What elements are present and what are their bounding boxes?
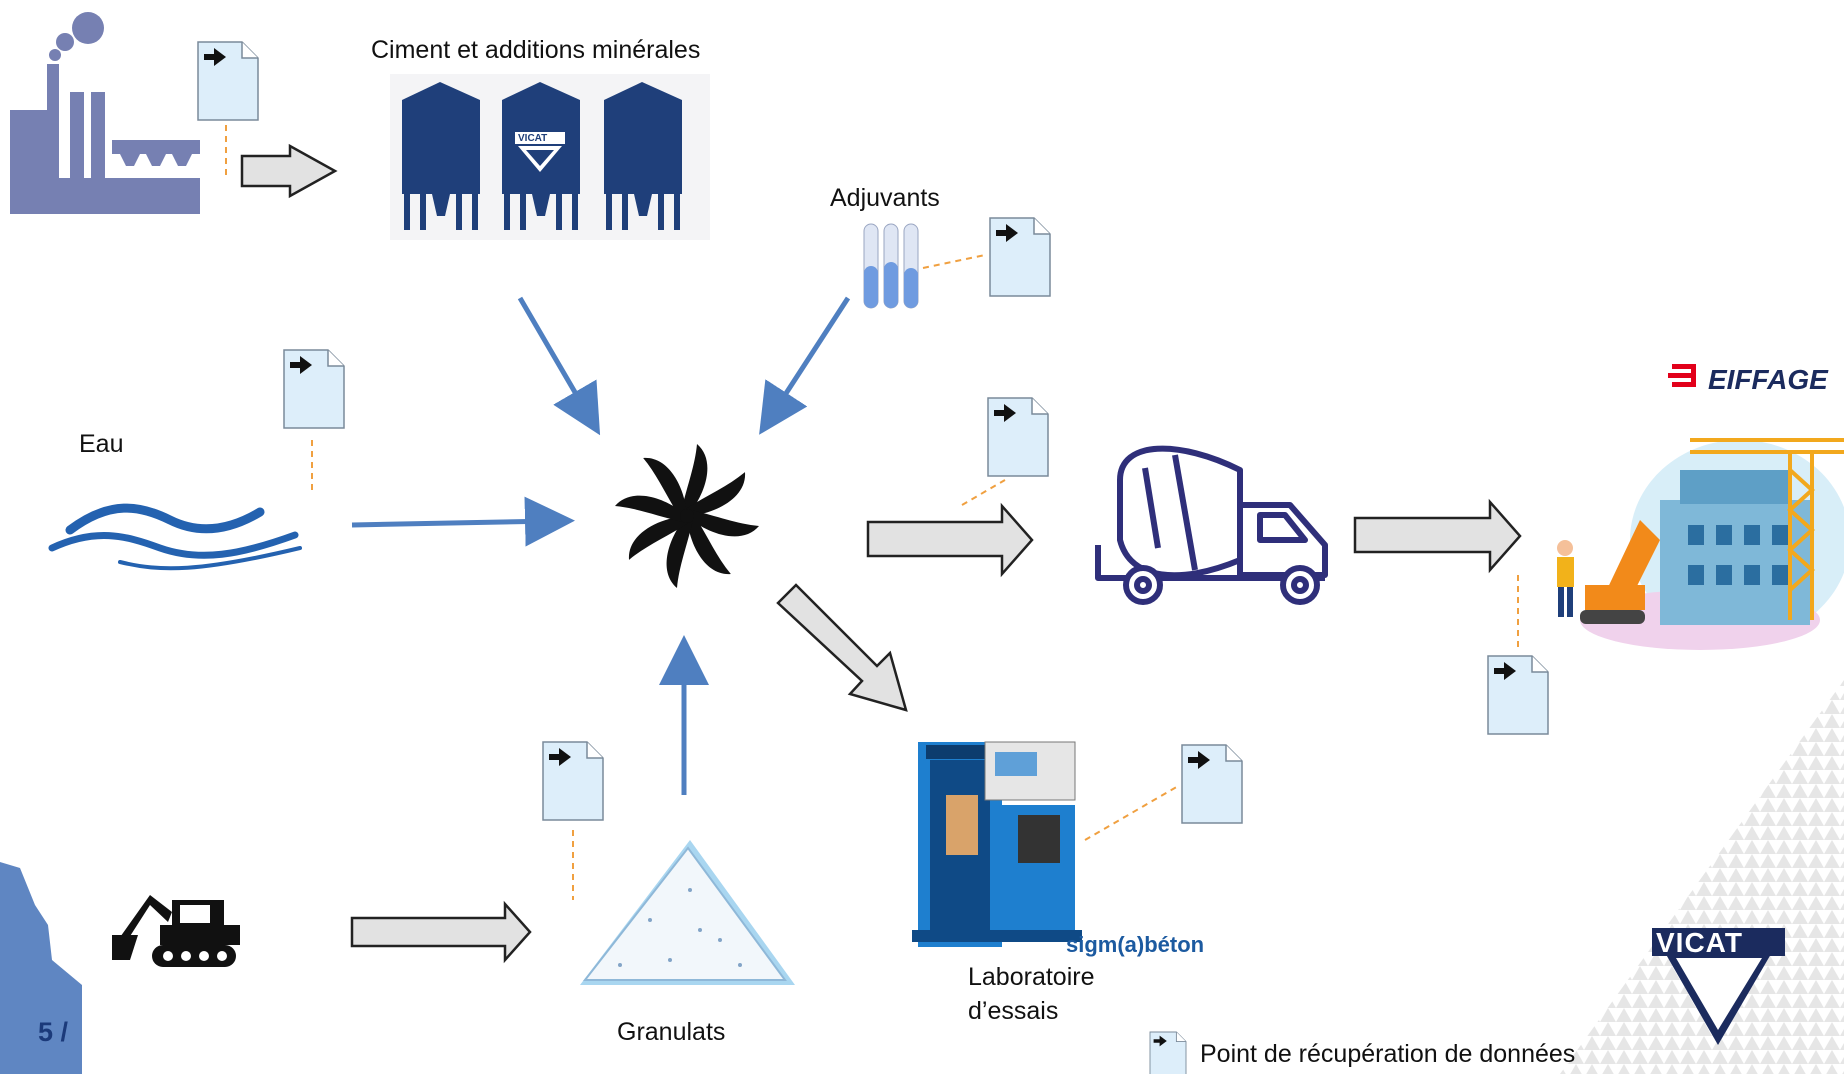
construction-site-icon <box>1557 438 1844 650</box>
excavator-icon <box>112 895 240 967</box>
water-label: Eau <box>79 430 124 458</box>
eiffage-logo-text: EIFFAGE <box>1708 364 1828 395</box>
concrete-mixer-truck-icon <box>1095 445 1328 605</box>
data-document-icon[interactable] <box>1487 655 1549 735</box>
arrow-water-to-mixer <box>351 496 575 547</box>
aggregates-label: Granulats <box>617 1018 726 1046</box>
arrow-factory-to-silos <box>240 143 338 199</box>
water-waves-icon <box>48 503 302 571</box>
sigmabeton-logo-text: sigm(a)béton <box>1066 932 1205 957</box>
vicat-logo-text: VICAT <box>1656 927 1743 958</box>
arrow-truck-to-site <box>1353 498 1522 574</box>
eiffage-logo-mark <box>1668 364 1696 387</box>
data-document-icon[interactable] <box>1181 744 1243 824</box>
vicat-logo <box>1652 928 1785 1045</box>
data-document-icon[interactable] <box>987 397 1049 477</box>
legend-document-icon <box>1149 1031 1187 1074</box>
lab-label-line1: Laboratoire <box>968 963 1095 991</box>
admixtures-label: Adjuvants <box>830 184 940 212</box>
arrow-cement-to-mixer <box>517 296 601 436</box>
arrow-admixtures-to-mixer <box>759 296 851 435</box>
data-document-icon[interactable] <box>197 41 259 121</box>
arrow-excavator-to-aggregates <box>350 900 532 964</box>
arrow-mixer-to-truck <box>866 502 1034 578</box>
arrow-mixer-to-lab <box>776 583 908 712</box>
quarry-rock-icon <box>0 862 82 1074</box>
blue-flow-arrows <box>351 296 851 795</box>
silo-vicat-text: VICAT <box>518 133 548 144</box>
data-document-icon[interactable] <box>542 741 604 821</box>
lab-label-line2: d’essais <box>968 997 1059 1025</box>
silos-icon <box>390 74 710 240</box>
press-machine-icon <box>912 741 1082 947</box>
data-point-links <box>225 125 1519 900</box>
data-document-icon[interactable] <box>283 349 345 429</box>
legend-label: Point de récupération de données <box>1200 1040 1576 1068</box>
gray-block-arrows <box>240 143 1522 964</box>
test-tubes-icon <box>863 223 919 309</box>
factory-icon <box>10 12 200 214</box>
decorative-triangle-pattern <box>1560 680 1844 1074</box>
data-document-icon[interactable] <box>989 217 1051 297</box>
cement-label: Ciment et additions minérales <box>371 36 701 64</box>
aggregate-pile-icon <box>580 840 795 985</box>
mixer-icon <box>615 444 759 588</box>
page-number: 5 / <box>38 1017 69 1047</box>
